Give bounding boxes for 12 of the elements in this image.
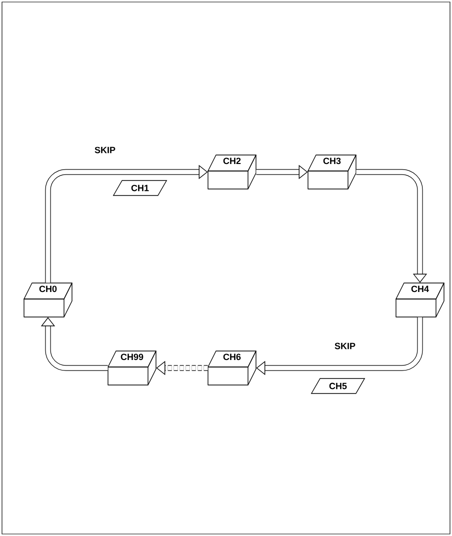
channel-block: CH0 bbox=[24, 282, 72, 318]
hollow-arrow bbox=[356, 169, 428, 283]
hollow-arrow bbox=[256, 317, 423, 376]
channel-block: CH99 bbox=[108, 350, 156, 386]
hollow-arrow bbox=[40, 317, 108, 371]
hollow-arrow bbox=[45, 164, 208, 283]
channel-block: CH6 bbox=[208, 350, 256, 386]
edge-label: SKIP bbox=[334, 342, 356, 350]
channel-block: CH2 bbox=[208, 154, 256, 190]
channel-block: CH3 bbox=[308, 154, 356, 190]
channel-block: CH4 bbox=[396, 282, 444, 318]
edge-label: SKIP bbox=[94, 146, 116, 154]
